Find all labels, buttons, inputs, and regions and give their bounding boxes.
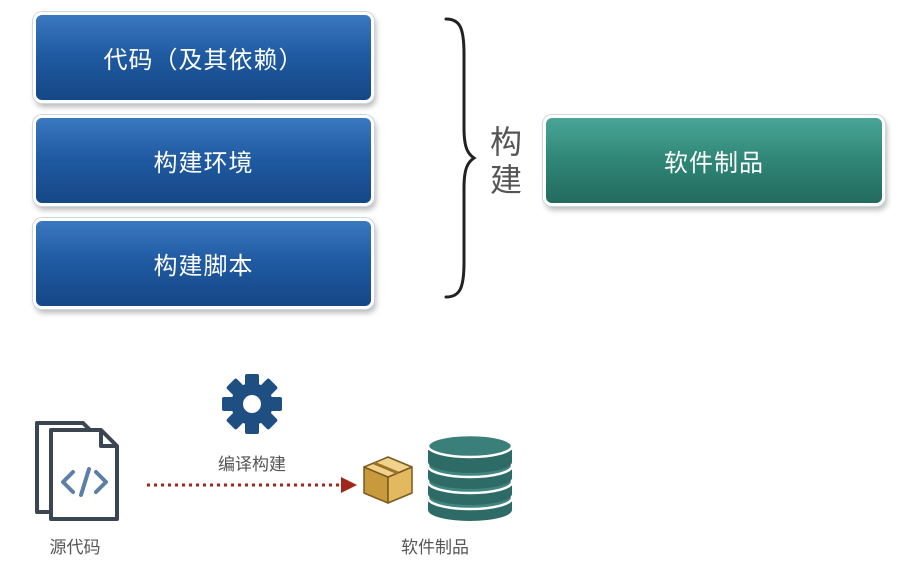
output-box-label: 软件制品: [664, 149, 764, 177]
input-box-code-deps: 代码（及其依赖）: [33, 12, 374, 103]
input-box-label: 构建环境: [153, 149, 254, 177]
gear-icon: [222, 374, 282, 434]
database-icon: [426, 433, 514, 521]
curly-brace: [444, 17, 477, 299]
artifact-label: 软件制品: [401, 538, 469, 558]
input-box-label: 构建脚本: [153, 252, 254, 280]
input-box-build-script: 构建脚本: [33, 218, 374, 309]
input-box-build-env: 构建环境: [33, 115, 374, 206]
dotted-arrow: [147, 477, 357, 493]
source-code-label: 源代码: [49, 538, 101, 558]
input-box-label: 代码（及其依赖）: [103, 46, 304, 74]
output-box-artifact: 软件制品: [543, 115, 885, 206]
package-box-icon: [363, 456, 413, 504]
compile-label: 编译构建: [218, 455, 286, 475]
code-file-icon: [35, 421, 119, 521]
build-process-label: 构建: [489, 123, 522, 199]
